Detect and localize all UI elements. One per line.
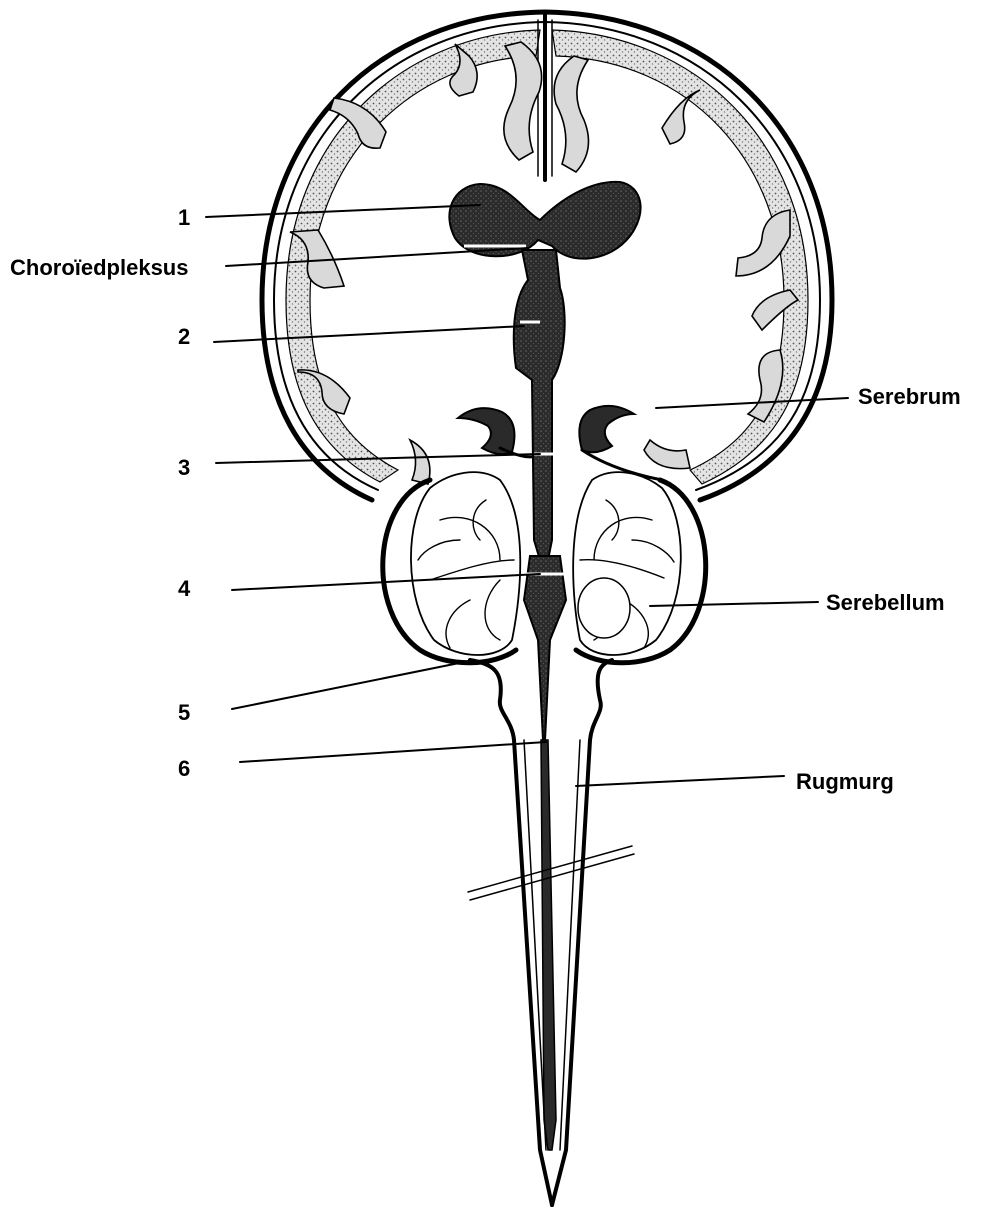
leader-2 <box>214 326 524 342</box>
leader-choroid <box>226 248 528 266</box>
label-choroid-plexus: Choroïedpleksus <box>10 255 188 280</box>
label-3: 3 <box>178 455 190 480</box>
label-cerebellum: Serebellum <box>826 590 945 615</box>
label-spinal-cord: Rugmurg <box>796 769 894 794</box>
label-2: 2 <box>178 324 190 349</box>
label-1: 1 <box>178 205 190 230</box>
label-5: 5 <box>178 700 190 725</box>
labels: 1 Choroïedpleksus 2 3 4 5 6 Serebrum Ser… <box>10 205 961 794</box>
leader-6 <box>240 742 546 762</box>
ventricle-system <box>449 182 640 1150</box>
label-cerebrum: Serebrum <box>858 384 961 409</box>
leader-rugmurg <box>576 776 784 786</box>
leader-1 <box>206 205 480 217</box>
label-6: 6 <box>178 756 190 781</box>
leader-5 <box>232 660 474 709</box>
leader-serebrum <box>656 398 848 408</box>
label-4: 4 <box>178 576 191 601</box>
